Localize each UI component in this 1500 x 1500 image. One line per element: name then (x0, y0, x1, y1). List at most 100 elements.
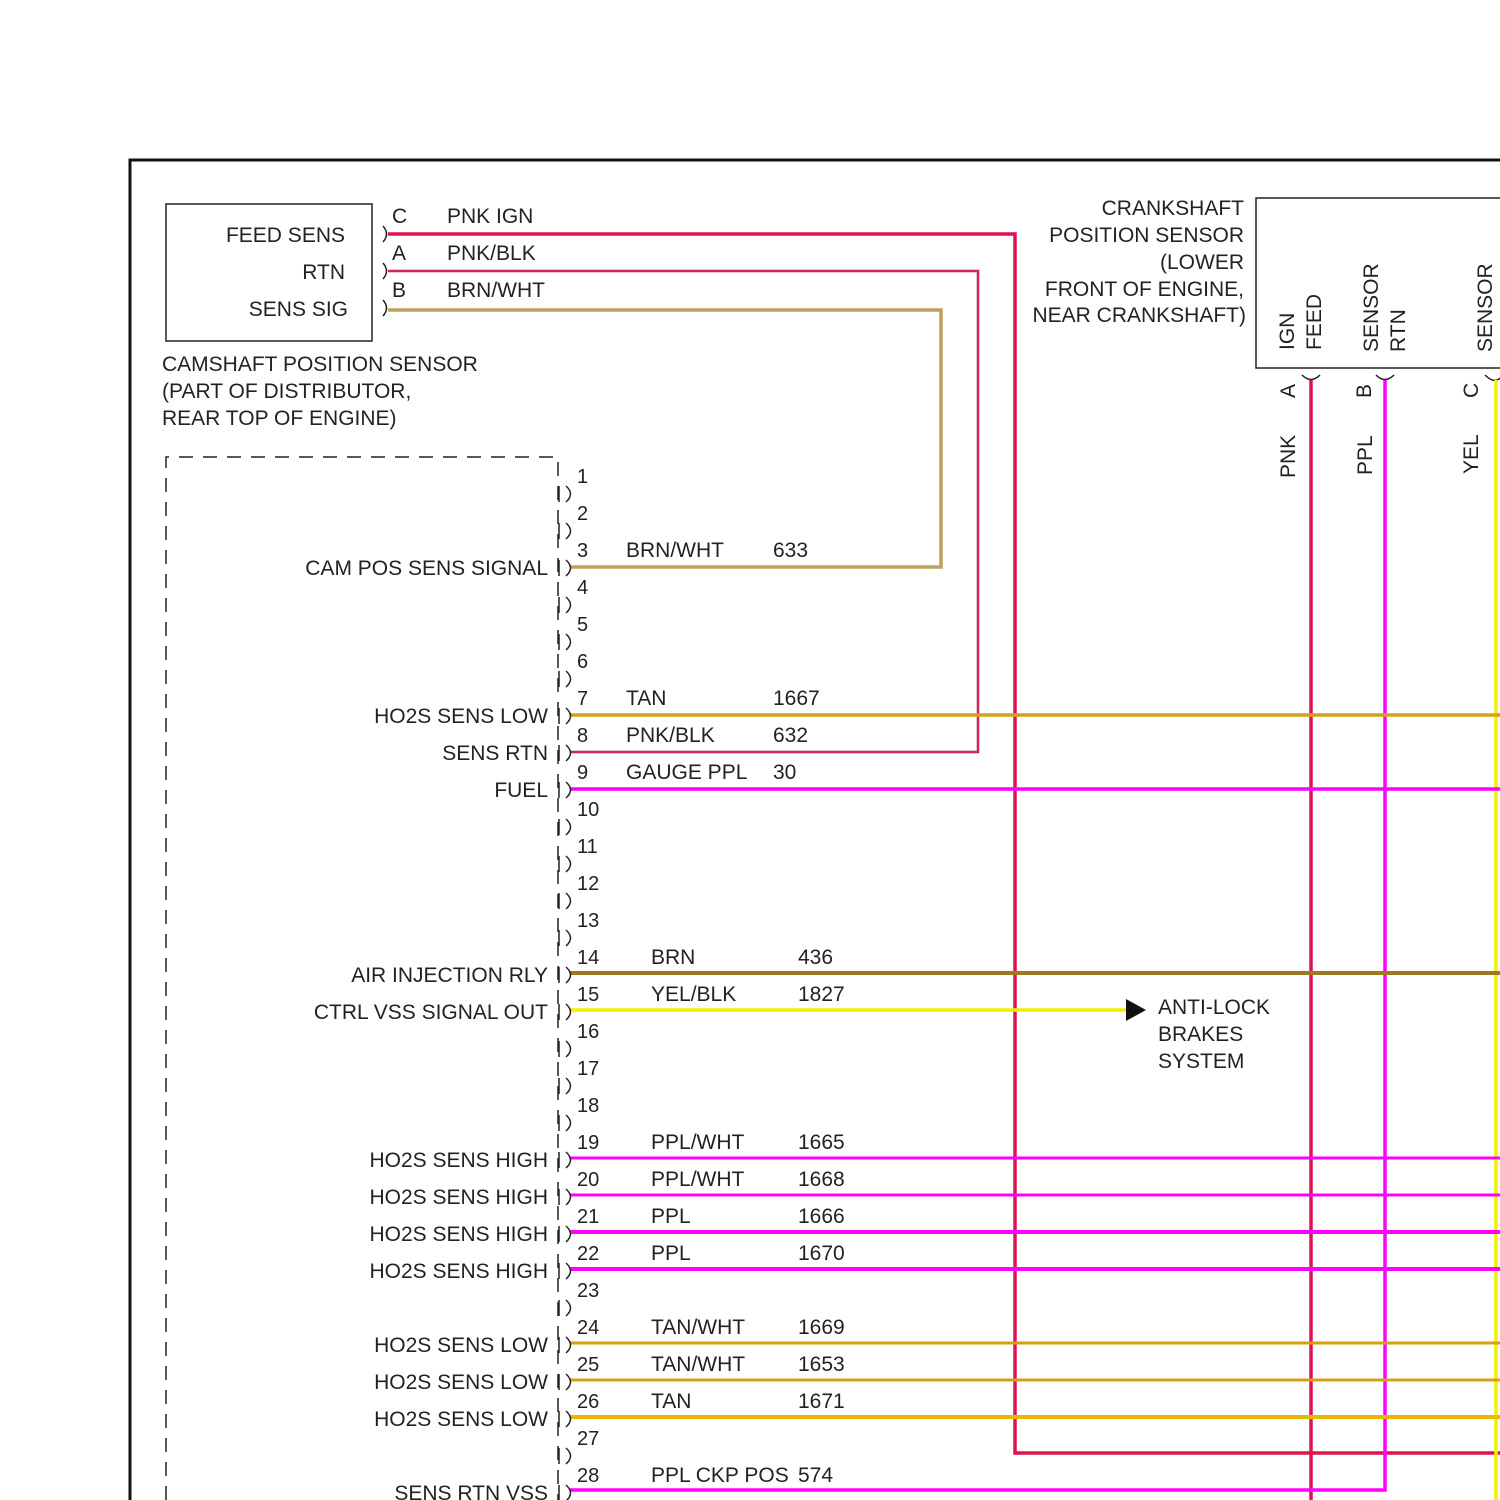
pin-19-terminal (566, 1152, 571, 1168)
abs-label-3: SYSTEM (1158, 1050, 1244, 1073)
crank-label-feed: FEED (1303, 294, 1326, 350)
pin-function-label: HO2S SENS HIGH (369, 1186, 548, 1209)
crank-caption-1: CRANKSHAFT (1102, 197, 1245, 220)
pin-2-terminal (566, 523, 571, 539)
pin-15-terminal (566, 1004, 571, 1020)
pin-circuit-number: 1665 (798, 1131, 845, 1154)
pin-function-label: CTRL VSS SIGNAL OUT (314, 1001, 548, 1024)
wire-brn-wht (388, 310, 941, 567)
pin-circuit-number: 436 (798, 946, 833, 969)
cam-terminal-b (383, 300, 387, 316)
pin-20-terminal (566, 1189, 571, 1205)
crank-color-b: PPL (1354, 435, 1377, 475)
pin-circuit-number: 1668 (798, 1168, 845, 1191)
crank-caption-3: (LOWER (1160, 251, 1244, 274)
pin-26-terminal (566, 1411, 571, 1427)
pin-number: 28 (577, 1465, 599, 1487)
pin-wire-color: TAN/WHT (651, 1353, 745, 1376)
pin-24-terminal (566, 1337, 571, 1353)
pin-function-label: HO2S SENS LOW (374, 1408, 548, 1431)
pin-12-terminal (566, 893, 571, 909)
pin-17-terminal (566, 1078, 571, 1094)
pin-circuit-number: 1671 (798, 1390, 845, 1413)
pin-circuit-number: 574 (798, 1464, 833, 1487)
cam-pin-a: A (392, 242, 406, 265)
pin-circuit-number: 632 (773, 724, 808, 747)
pin-number: 8 (577, 725, 588, 747)
pin-6-terminal (566, 671, 571, 687)
pin-function-label: SENS RTN VSS (394, 1482, 548, 1500)
pin-circuit-number: 1669 (798, 1316, 845, 1339)
crank-caption-5: NEAR CRANKSHAFT) (1032, 304, 1246, 327)
pin-wire-color: TAN (651, 1390, 691, 1413)
cam-pin-b: B (392, 279, 406, 302)
pin-wire-color: PPL (651, 1205, 691, 1228)
cam-pin-label-feed: FEED SENS (226, 224, 345, 247)
cam-wire-b: BRN/WHT (447, 279, 545, 302)
pin-function-label: CAM POS SENS SIGNAL (305, 557, 548, 580)
crank-terminal-b (1376, 375, 1394, 380)
pin-number: 19 (577, 1132, 599, 1154)
pin-function-label: HO2S SENS LOW (374, 1334, 548, 1357)
pin-number: 9 (577, 762, 588, 784)
crank-label-ign: IGN (1276, 313, 1299, 350)
crank-caption-2: POSITION SENSOR (1049, 224, 1244, 247)
pin-9-terminal (566, 782, 571, 798)
pin-3-terminal (566, 560, 571, 576)
pin-number: 22 (577, 1243, 599, 1265)
pin-number: 1 (577, 466, 588, 488)
pin-wire-color: BRN (651, 946, 695, 969)
pin-18-terminal (566, 1115, 571, 1131)
pin-function-label: HO2S SENS HIGH (369, 1149, 548, 1172)
pin-wire-color: GAUGE PPL (626, 761, 747, 784)
pin-function-label: FUEL (494, 779, 548, 802)
cam-pin-label-sig: SENS SIG (249, 298, 348, 321)
pin-number: 10 (577, 799, 599, 821)
pin-function-label: HO2S SENS LOW (374, 705, 548, 728)
cam-caption-3: REAR TOP OF ENGINE) (162, 407, 397, 430)
abs-label-1: ANTI-LOCK (1158, 996, 1270, 1019)
pin-wire-color: TAN (626, 687, 666, 710)
pin-circuit-number: 1670 (798, 1242, 845, 1265)
pin-number: 24 (577, 1317, 599, 1339)
pin-21-terminal (566, 1226, 571, 1242)
pin-number: 13 (577, 910, 599, 932)
pin-number: 25 (577, 1354, 599, 1376)
pin-wire-color: PPL/WHT (651, 1168, 745, 1191)
pin-number: 20 (577, 1169, 599, 1191)
pin-number: 2 (577, 503, 588, 525)
pin-circuit-number: 1666 (798, 1205, 845, 1228)
pin-function-label: HO2S SENS HIGH (369, 1260, 548, 1283)
pin-14-terminal (566, 967, 571, 983)
abs-arrow-icon (1126, 999, 1146, 1021)
cam-wire-c: PNK IGN (447, 205, 533, 228)
pin-circuit-number: 1653 (798, 1353, 845, 1376)
crank-terminal-c (1485, 375, 1500, 380)
pin-4-terminal (566, 597, 571, 613)
crank-label-rtn: RTN (1387, 309, 1410, 352)
wire-pnk-blk-inner (388, 271, 978, 752)
crank-terminal-a (1302, 375, 1320, 380)
pin-wire-color: PNK/BLK (626, 724, 715, 747)
pin-23-terminal (566, 1300, 571, 1316)
pin-number: 11 (577, 836, 598, 858)
crank-color-a: PNK (1277, 435, 1300, 478)
pin-circuit-number: 1827 (798, 983, 845, 1006)
crank-color-c: YEL (1460, 434, 1483, 474)
pin-number: 4 (577, 577, 588, 599)
crank-pin-a: A (1277, 384, 1300, 398)
pin-number: 3 (577, 540, 588, 562)
cam-terminal-c (383, 226, 387, 242)
pin-wire-color: BRN/WHT (626, 539, 724, 562)
cam-pin-c: C (392, 205, 407, 228)
pin-wire-color: PPL/WHT (651, 1131, 745, 1154)
cam-caption-2: (PART OF DISTRIBUTOR, (162, 380, 411, 403)
cam-wire-a: PNK/BLK (447, 242, 536, 265)
pin-function-label: HO2S SENS LOW (374, 1371, 548, 1394)
pin-10-terminal (566, 819, 571, 835)
pin-number: 5 (577, 614, 588, 636)
pin-number: 12 (577, 873, 599, 895)
pin-number: 26 (577, 1391, 599, 1413)
pin-circuit-number: 30 (773, 761, 796, 784)
